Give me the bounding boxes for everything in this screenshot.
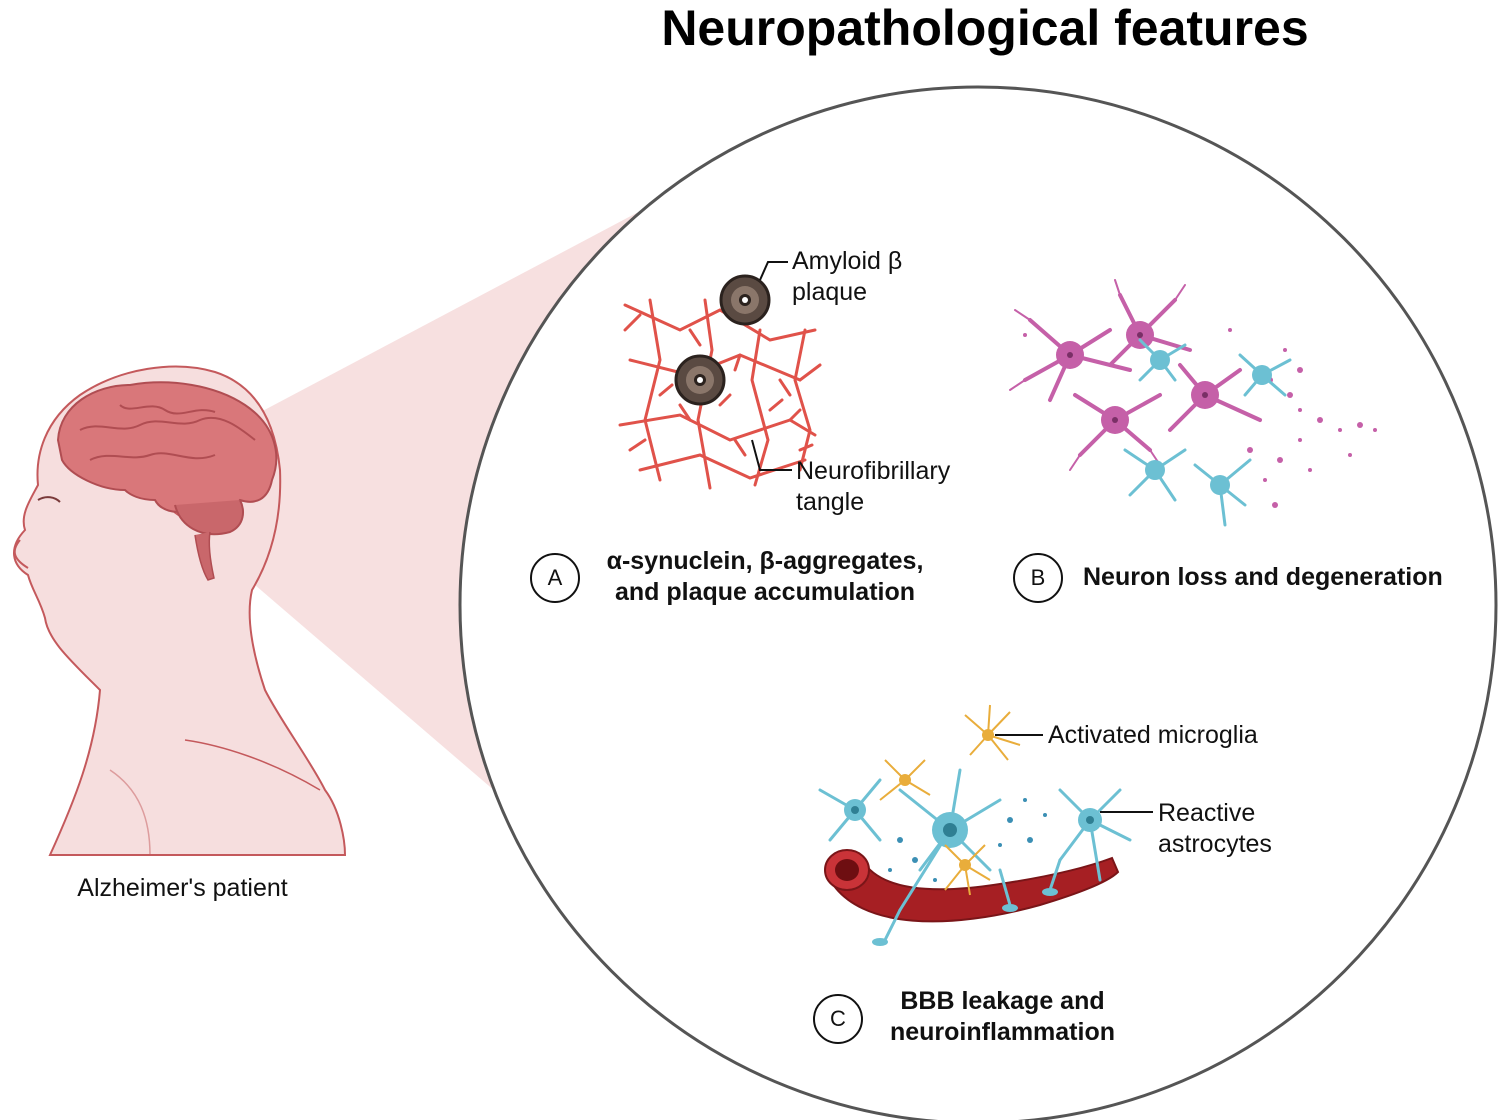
callout-line: Reactive (1158, 799, 1256, 827)
brain-icon (56, 381, 278, 581)
callout-line: astrocytes (1158, 830, 1272, 858)
panel-c-caption: BBB leakage and neuroinflammation (870, 986, 1135, 1048)
magnified-view-circle (458, 85, 1498, 1120)
microglia-cluster (879, 704, 1021, 896)
caption-line: BBB leakage and (900, 987, 1105, 1015)
caption-line: α-synuclein, β-aggregates, (606, 547, 924, 575)
caption-line: neuroinflammation (889, 1018, 1115, 1046)
callout-leader-tangle (751, 439, 792, 471)
figure-title: Neuropathological features (661, 0, 1309, 56)
callout-activated-microglia: Activated microglia (1048, 720, 1258, 751)
panel-c-badge: C (813, 994, 863, 1044)
neuron-degeneration-cluster (1009, 279, 1377, 527)
astrocyte-cluster (818, 768, 1132, 942)
panel-a-caption: α-synuclein, β-aggregates, and plaque ac… (590, 546, 940, 608)
callout-line: Neurofibrillary (796, 457, 951, 485)
callout-line: plaque (792, 278, 868, 306)
callout-reactive-astrocytes: Reactive astrocytes (1158, 798, 1272, 860)
inflammatory-particles (888, 798, 1047, 882)
panel-a-badge: A (530, 553, 580, 603)
caption-line: Neuron loss and degeneration (1083, 563, 1443, 591)
callout-leader-amyloid (759, 261, 788, 281)
amyloid-plaque-icon (674, 274, 771, 406)
patient-label: Alzheimer's patient (77, 874, 288, 902)
callout-line: Activated microglia (1048, 721, 1258, 749)
callout-line: tangle (796, 488, 865, 516)
callout-neurofibrillary-tangle: Neurofibrillary tangle (796, 456, 950, 518)
caption-line: and plaque accumulation (614, 578, 916, 606)
panel-b-badge: B (1013, 553, 1063, 603)
panel-b-caption: Neuron loss and degeneration (1083, 562, 1443, 593)
callout-line: Amyloid β (792, 247, 903, 275)
callout-amyloid-plaque: Amyloid β plaque (792, 246, 902, 308)
neurofibrillary-tangle-network (618, 298, 822, 490)
